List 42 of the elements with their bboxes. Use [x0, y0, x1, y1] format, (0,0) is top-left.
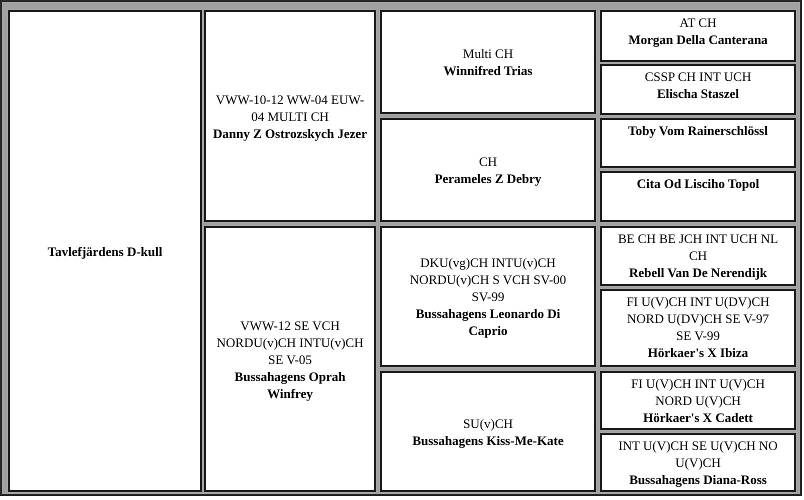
- pedigree-cell: [380, 371, 596, 492]
- dog-name: Danny Z Ostrozskych Jezer: [213, 124, 367, 142]
- dog-name: Elischa Staszel: [657, 85, 739, 102]
- dog-name: Bussahagens Oprah Winfrey: [234, 368, 346, 402]
- pedigree-cell: [600, 226, 796, 286]
- titles-text: FI U(V)CH INT U(V)CH NORD U(V)CH: [630, 375, 766, 409]
- titles-text: Multi CH: [462, 45, 514, 62]
- dog-name: Hörkaer's X Ibiza: [648, 344, 748, 361]
- titles-text: VWW-10-12 WW-04 EUW-04 MULTI CH: [214, 90, 366, 124]
- dog-name: Tavlefjärdens D-kull: [48, 242, 162, 260]
- pedigree-cell: [380, 118, 596, 222]
- pedigree-cell: [600, 433, 796, 492]
- dog-name: Toby Vom Rainerschlössl: [628, 122, 768, 139]
- pedigree-cell: [600, 118, 796, 168]
- pedigree-cell: [380, 10, 596, 114]
- titles-text: CH: [478, 153, 498, 170]
- pedigree-cell: [204, 226, 376, 492]
- dog-name: Winnifred Trias: [444, 62, 532, 79]
- titles-text: DKU(vg)CH INTU(v)CH NORDU(v)CH S VCH SV-00 SV-99: [408, 254, 568, 305]
- dog-name: Hörkaer's X Cadett: [643, 409, 753, 426]
- pedigree-cell: [204, 10, 376, 222]
- dog-name: Bussahagens Leonardo Di Caprio: [414, 305, 562, 339]
- titles-text: CSSP CH INT UCH: [644, 68, 752, 85]
- pedigree-cell: [600, 371, 796, 430]
- titles-text: VWW-12 SE VCH NORDU(v)CH INTU(v)CH SE V-05: [216, 316, 364, 368]
- pedigree-cell: [8, 10, 202, 492]
- dog-name: Cita Od Lisciho Topol: [636, 175, 760, 192]
- dog-name: Bussahagens Diana-Ross: [629, 471, 767, 488]
- pedigree-cell: [600, 171, 796, 222]
- titles-text: FI U(V)CH INT U(DV)CH NORD U(DV)CH SE V-97 SE V-99: [625, 293, 771, 344]
- dog-name: Morgan Della Canterana: [628, 31, 768, 48]
- pedigree-cell: [380, 226, 596, 367]
- dog-name: Perameles Z Debry: [434, 170, 542, 187]
- pedigree-cell: [600, 64, 796, 115]
- dog-name: Rebell Van De Nerendijk: [628, 264, 768, 281]
- titles-text: AT CH: [680, 14, 716, 31]
- pedigree-cell: [600, 289, 796, 367]
- pedigree-cell: [600, 10, 796, 62]
- titles-text: BE CH BE JCH INT UCH NL CH: [616, 230, 780, 264]
- dog-name: Bussahagens Kiss-Me-Kate: [412, 432, 564, 448]
- titles-text: INT U(V)CH SE U(V)CH NO U(V)CH: [617, 437, 779, 471]
- titles-text: SU(v)CH: [463, 414, 513, 432]
